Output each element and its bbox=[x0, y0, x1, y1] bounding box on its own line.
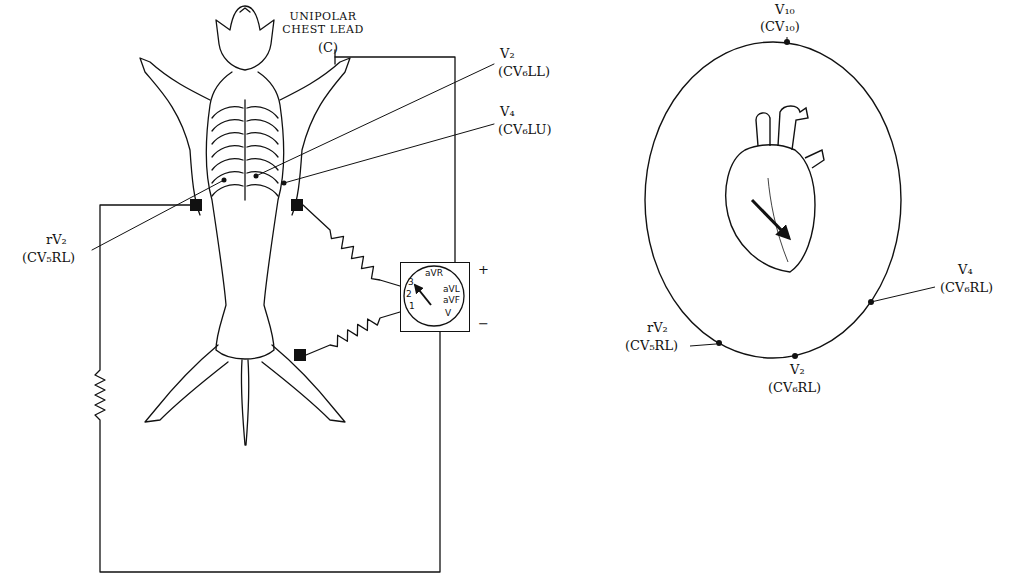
chest-position-dot bbox=[282, 181, 287, 186]
leader-line bbox=[256, 64, 494, 176]
right-arm-wire bbox=[303, 205, 400, 286]
rib bbox=[247, 185, 278, 196]
rib bbox=[247, 146, 278, 157]
electrode-dot bbox=[716, 340, 722, 346]
dial-face bbox=[404, 266, 464, 326]
selector-position: V bbox=[445, 309, 451, 318]
leader-line bbox=[871, 287, 935, 302]
heart bbox=[726, 145, 815, 272]
sternum bbox=[244, 100, 245, 200]
lead-name: V₂ bbox=[500, 46, 515, 62]
lead-code: (CV₁₀) bbox=[760, 19, 800, 35]
left-arm-wire bbox=[95, 205, 440, 572]
chest-lead-wire bbox=[335, 57, 455, 262]
electrode-dot bbox=[868, 299, 874, 305]
dog-hindleg bbox=[262, 345, 345, 422]
electrode-clip bbox=[294, 349, 306, 361]
rib bbox=[247, 133, 278, 144]
electrode-clip bbox=[190, 199, 202, 211]
heart-vessels bbox=[756, 106, 824, 168]
electrode-dot bbox=[792, 353, 798, 359]
rib bbox=[212, 172, 243, 183]
selector-position: 3 bbox=[408, 278, 414, 287]
lead-code: (CV₆LL) bbox=[498, 64, 550, 80]
rib bbox=[212, 146, 243, 157]
polarity-sign: − bbox=[478, 316, 489, 332]
selector-position: aVF bbox=[443, 296, 460, 305]
selector-position: aVR bbox=[425, 269, 443, 278]
selector-position: aVL bbox=[443, 285, 460, 294]
dog-head bbox=[216, 6, 274, 70]
lead-code: (CV₆RL) bbox=[768, 380, 821, 396]
lead-caption: UNIPOLAR CHEST LEAD bbox=[268, 10, 378, 36]
lead-name: V₄ bbox=[500, 104, 515, 120]
leader-line bbox=[92, 180, 224, 250]
polarity-sign: + bbox=[478, 262, 489, 278]
leader-line bbox=[690, 344, 716, 346]
electrical-axis-arrow bbox=[752, 200, 789, 238]
electrode-clip bbox=[291, 199, 303, 211]
dog-tail bbox=[241, 360, 248, 445]
dog-torso bbox=[206, 72, 283, 359]
chest-position-dot bbox=[254, 174, 259, 179]
lead-name: V₄ bbox=[958, 262, 973, 278]
dog-snout bbox=[240, 8, 250, 12]
selector-position: 1 bbox=[409, 302, 415, 311]
lead-code: (CV₆RL) bbox=[940, 280, 993, 296]
rib bbox=[212, 159, 243, 170]
lead-code: (CV₅RL) bbox=[625, 338, 678, 354]
chest-position-dot bbox=[222, 178, 227, 183]
leader-line bbox=[284, 124, 494, 183]
left-leg-wire bbox=[306, 312, 400, 355]
rib bbox=[212, 185, 243, 196]
rib bbox=[247, 107, 278, 118]
selector-position: 2 bbox=[406, 290, 412, 299]
dog-foreleg bbox=[140, 58, 210, 215]
electrode-dot bbox=[784, 39, 790, 45]
lead-selector-meter: aVR 3 2 1 aVL aVF V bbox=[400, 262, 470, 332]
lead-code: (C) bbox=[318, 40, 338, 56]
lead-name: V₂ bbox=[790, 362, 805, 378]
rib bbox=[212, 107, 243, 118]
lead-name: rV₂ bbox=[46, 232, 67, 248]
dog-hindleg bbox=[145, 345, 228, 422]
lead-name: V₁₀ bbox=[775, 2, 795, 18]
rib bbox=[212, 133, 243, 144]
thorax-outline bbox=[645, 42, 901, 358]
dial-needle bbox=[415, 285, 431, 305]
lead-code: (CV₅RL) bbox=[22, 250, 75, 266]
rib bbox=[212, 120, 243, 131]
rib bbox=[247, 120, 278, 131]
lead-name: rV₂ bbox=[647, 320, 668, 336]
lead-code: (CV₆LU) bbox=[498, 122, 552, 138]
